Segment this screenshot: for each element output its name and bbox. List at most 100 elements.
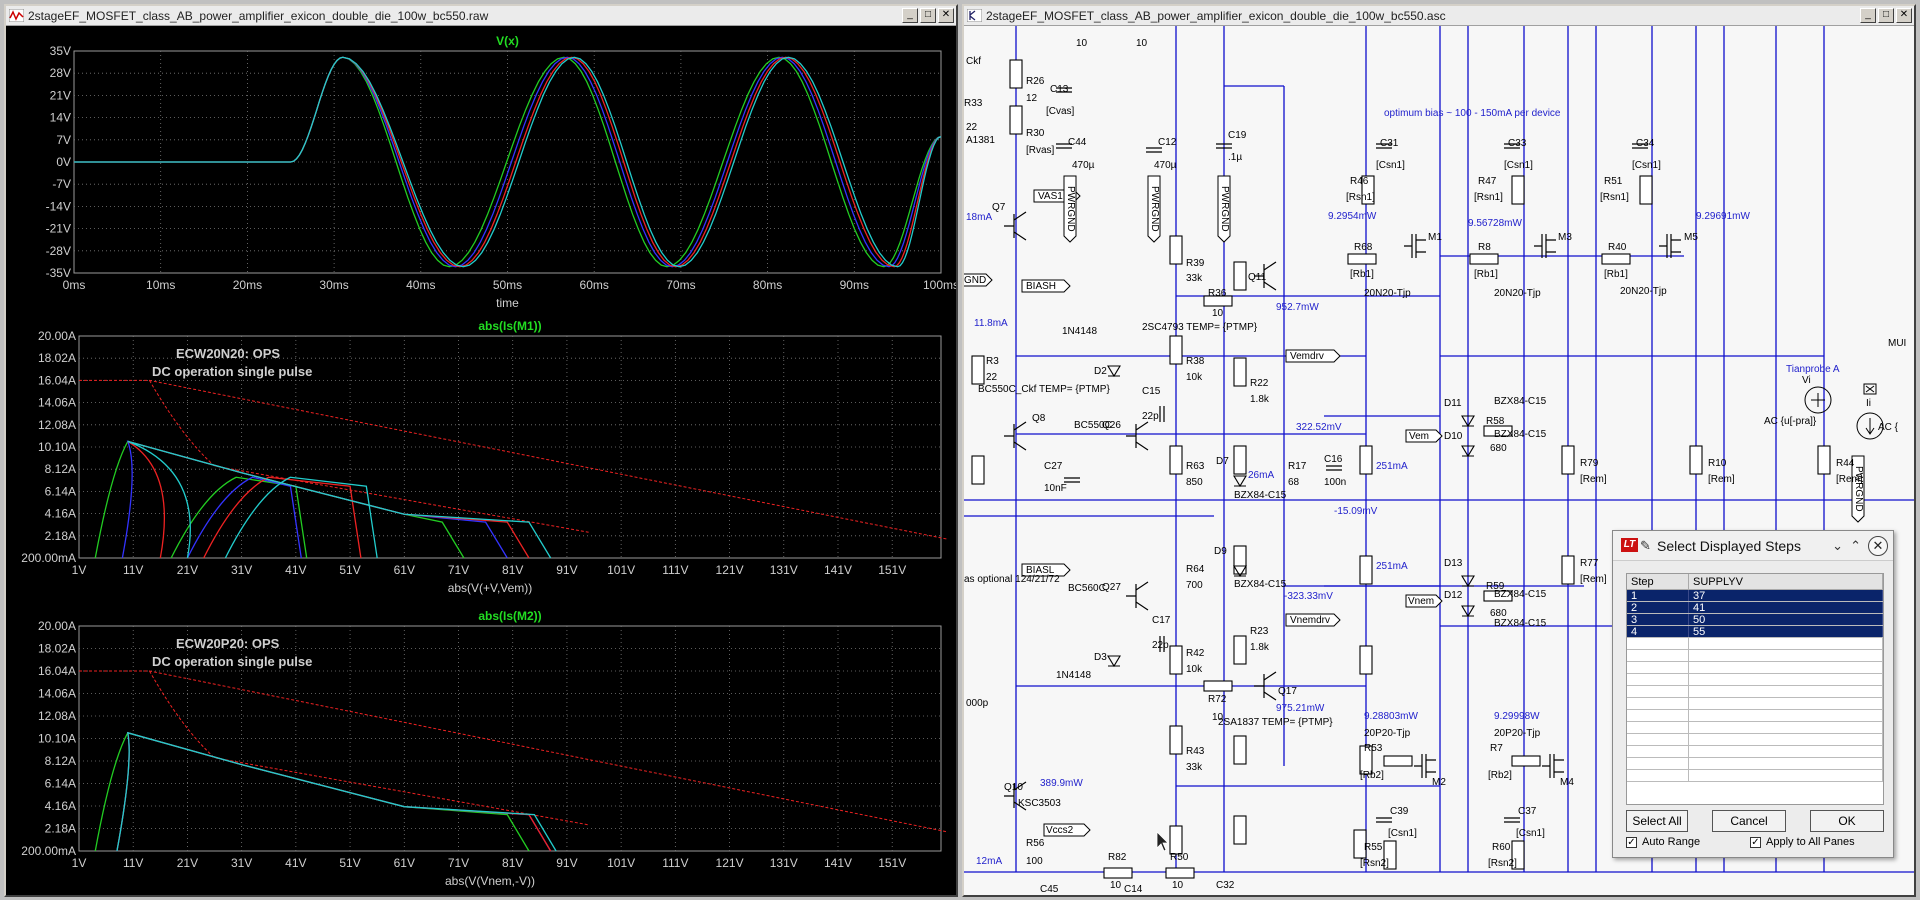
y-tick-label: 12.08A — [38, 418, 76, 432]
soa-trace[interactable] — [224, 476, 378, 559]
dialog-titlebar[interactable]: LT ✎ Select Displayed Steps ⌄ ⌃ ✕ — [1613, 531, 1893, 561]
schematic-drawing[interactable]: optimum bias ~ 100 - 150mA per device9.2… — [964, 26, 1914, 895]
soa-trace[interactable] — [170, 476, 308, 559]
waveform-trace[interactable] — [74, 56, 942, 268]
close-button[interactable]: ✕ — [1896, 8, 1912, 23]
trace-title[interactable]: abs(Is(M2)) — [478, 609, 541, 623]
auto-range-checkbox[interactable]: ✓Auto Range — [1626, 835, 1700, 849]
checkbox-check-icon[interactable]: ✓ — [1626, 836, 1637, 848]
schematic-label-r82v: 10 — [1110, 880, 1122, 891]
x-tick-label: 70ms — [666, 278, 695, 292]
schematic-label-r30v: [Rvas] — [1026, 145, 1055, 156]
apply-all-panes-checkbox[interactable]: ✓Apply to All Panes — [1750, 835, 1855, 849]
chevron-down-icon[interactable]: ⌄ — [1832, 538, 1843, 553]
schematic-label-p-m1: 9.2954mW — [1328, 211, 1377, 222]
maximize-button[interactable]: □ — [920, 8, 936, 23]
cell-value: 41 — [1689, 602, 1883, 614]
schematic-label-r79: R79 — [1580, 458, 1599, 469]
schematic-label-m4: M4 — [1560, 777, 1574, 788]
column-header-step[interactable]: Step — [1627, 574, 1689, 589]
x-tick-label: 81V — [502, 856, 523, 870]
schematic-label-r46v: [Rsn1] — [1346, 192, 1375, 203]
schematic-label-r7: R7 — [1490, 743, 1503, 754]
schematic-label-p-m3: 9.56728mW — [1468, 218, 1522, 229]
empty-cell — [1689, 734, 1883, 745]
waveform-app-icon — [9, 9, 24, 22]
schematic-label-c17: C17 — [1152, 615, 1171, 626]
empty-cell — [1689, 710, 1883, 721]
y-tick-label: 2.18A — [45, 822, 76, 836]
empty-cell — [1627, 674, 1689, 685]
schematic-label-r23: R23 — [1250, 626, 1269, 637]
schematic-components — [971, 59, 1831, 879]
soa-trace[interactable] — [203, 476, 362, 559]
x-axis-label: time — [496, 296, 519, 310]
schematic-label-q10: Q10 — [1004, 782, 1023, 793]
soa-trace[interactable] — [116, 731, 557, 852]
schematic-label-r53v: [Rb2] — [1360, 770, 1384, 781]
x-tick-label: 111V — [662, 856, 688, 870]
soa-annotation: DC operation single pulse — [152, 654, 312, 669]
soa-trace[interactable] — [186, 476, 302, 559]
y-tick-label: 18.02A — [38, 642, 76, 656]
cell-step: 3 — [1627, 614, 1689, 626]
empty-cell — [1689, 746, 1883, 757]
empty-cell — [1627, 686, 1689, 697]
empty-row — [1627, 746, 1883, 758]
checkbox-check-icon[interactable]: ✓ — [1750, 836, 1761, 848]
pin-icon[interactable]: ✎ — [1640, 538, 1651, 553]
schematic-label-bzx2: BZX84-C15 — [1234, 579, 1287, 590]
trace-title[interactable]: V(x) — [496, 34, 519, 48]
schematic-label-r60: R60 — [1492, 842, 1511, 853]
x-tick-label: 41V — [285, 563, 306, 577]
minimize-button[interactable]: _ — [1860, 8, 1876, 23]
schematic-label-i-118: 11.8mA — [974, 318, 1008, 329]
schematic-label-tianprobe: Tianprobe A — [1786, 364, 1840, 375]
y-tick-label: -14V — [46, 199, 71, 213]
schematic-label-a1381: A1381 — [966, 135, 995, 146]
ok-button[interactable]: OK — [1810, 810, 1884, 832]
maximize-button[interactable]: □ — [1878, 8, 1894, 23]
schematic-label-d9: D9 — [1214, 546, 1227, 557]
schematic-label-ckf: Ckf — [966, 56, 981, 67]
cancel-button[interactable]: Cancel — [1712, 810, 1786, 832]
chevron-up-icon[interactable]: ⌃ — [1850, 538, 1861, 553]
schematic-label-m1: M1 — [1428, 232, 1442, 243]
schematic-label-r44v: [Rem] — [1836, 474, 1863, 485]
close-button[interactable]: ✕ — [938, 8, 954, 23]
schematic-label-q11type: 2SC4793 TEMP= {PTMP} — [1142, 322, 1258, 333]
schematic-label-r77: R77 — [1580, 558, 1599, 569]
soa-trace[interactable] — [127, 440, 552, 559]
close-icon[interactable]: ✕ — [1868, 536, 1888, 556]
y-tick-label: 14V — [50, 111, 71, 125]
empty-row — [1627, 674, 1883, 686]
schematic-label-tjp1: 20N20-Tjp — [1364, 288, 1411, 299]
waveform-titlebar[interactable]: 2stageEF_MOSFET_class_AB_power_amplifier… — [6, 6, 956, 26]
schematic-label-r44: R44 — [1836, 458, 1855, 469]
schematic-label-r40: R40 — [1608, 242, 1627, 253]
schematic-titlebar[interactable]: 2stageEF_MOSFET_class_AB_power_amplifier… — [964, 6, 1914, 26]
schematic-label-r56v: 100 — [1026, 856, 1043, 867]
trace-title[interactable]: abs(Is(M1)) — [478, 319, 541, 333]
x-tick-label: 30ms — [319, 278, 348, 292]
x-tick-label: 81V — [502, 563, 523, 577]
schematic-label-r43v: 33k — [1186, 762, 1203, 773]
schematic-label-n4148a: 1N4148 — [1062, 326, 1097, 337]
table-header: Step SUPPLYV — [1627, 574, 1883, 590]
select-all-button[interactable]: Select All — [1626, 810, 1688, 832]
x-tick-label: 51V — [339, 563, 360, 577]
waveform-window: 2stageEF_MOSFET_class_AB_power_amplifier… — [4, 4, 958, 897]
minimize-button[interactable]: _ — [902, 8, 918, 23]
column-header-supplyv[interactable]: SUPPLYV — [1689, 574, 1883, 589]
empty-cell — [1689, 662, 1883, 673]
